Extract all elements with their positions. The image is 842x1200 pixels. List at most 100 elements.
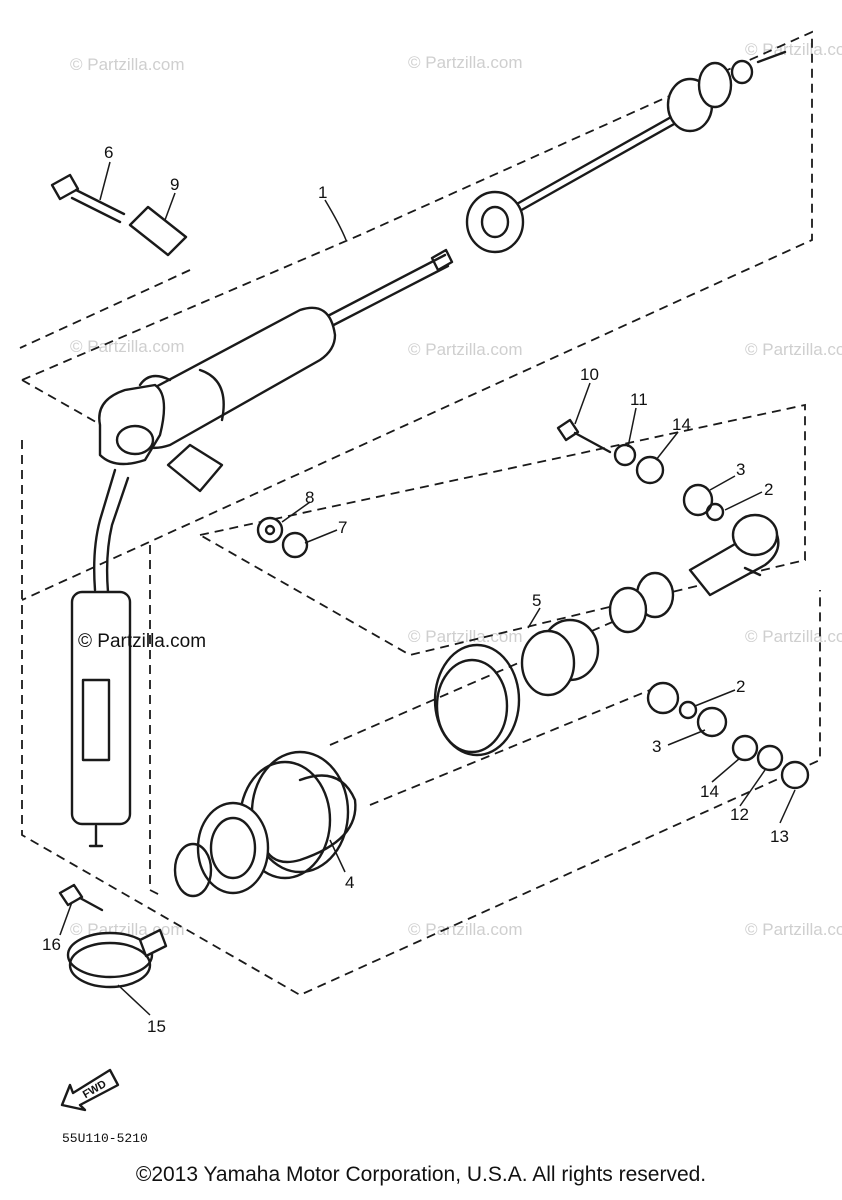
callout-5: 5: [532, 591, 541, 610]
upper-mount-hardware: [556, 418, 780, 597]
lower-washer-outer: [731, 734, 759, 762]
spring-circlip: [173, 842, 213, 898]
reservoir-label: [81, 678, 111, 762]
shock-rod-edge: [322, 264, 450, 332]
callout-11: 11: [630, 390, 648, 409]
shock-spring: [173, 643, 521, 898]
spring-axis-line: [329, 609, 641, 746]
leader-3b: [667, 729, 706, 746]
watermark: © Partzilla.com: [408, 53, 523, 72]
adjuster-pin: [756, 50, 787, 64]
watermark: © Partzilla.com: [745, 340, 842, 359]
shock-lower-eye: [98, 383, 166, 466]
callout-4: 4: [345, 873, 354, 892]
callout-6: 6: [104, 143, 113, 162]
band-bolt-shank: [78, 896, 104, 912]
bolt-collar: [128, 205, 188, 257]
inline-watermark: © Partzilla.com: [78, 631, 206, 652]
adjuster-knob-hub: [480, 205, 510, 239]
leader-13: [779, 789, 796, 824]
rod-end-pin: [743, 566, 762, 577]
adjuster-cable: [513, 110, 682, 207]
spring-seats: [520, 571, 675, 697]
spring-seat-lower-bore: [209, 816, 257, 880]
spring-seat-guide: [520, 629, 576, 697]
leader-lines: [59, 161, 796, 1016]
spring-group-outline: [149, 545, 161, 896]
watermark: © Partzilla.com: [745, 627, 842, 646]
mount-washer: [613, 443, 637, 467]
callout-8: 8: [305, 488, 314, 507]
watermark: © Partzilla.com: [408, 627, 523, 646]
mount-bolt-shank: [573, 431, 612, 454]
adjuster-ring-locknut: [608, 586, 648, 634]
circlip: [705, 502, 725, 522]
lower-assembly-outline: [21, 440, 821, 997]
leader-6: [99, 161, 111, 201]
watermark: © Partzilla.com: [408, 340, 523, 359]
damping-adjuster: [465, 50, 787, 254]
callout-2b: 2: [736, 677, 745, 696]
callout-16: 16: [42, 935, 61, 954]
washer-hole: [264, 524, 276, 536]
callout-3a: 3: [736, 460, 745, 479]
lower-collar: [166, 443, 224, 493]
leader-15: [117, 984, 151, 1016]
upper-assembly-outline: [21, 30, 813, 601]
watermark: © Partzilla.com: [408, 920, 523, 939]
watermark: © Partzilla.com: [70, 337, 185, 356]
lower-mount-hardware: [646, 681, 810, 790]
watermark: © Partzilla.com: [745, 920, 842, 939]
bearing: [682, 483, 714, 517]
upper-bolt-group: [50, 173, 224, 493]
watermark: © Partzilla.com: [70, 55, 185, 74]
fwd-arrow-shape: [60, 1068, 120, 1112]
assembly-outlines: [19, 30, 821, 997]
leader-11: [627, 407, 637, 448]
mount-nut: [635, 455, 665, 485]
leader-8: [281, 501, 311, 523]
shock-hose-fitting: [138, 374, 172, 387]
callout-14a: 14: [672, 415, 691, 434]
callout-10: 10: [580, 365, 599, 384]
band-clamp: [66, 931, 154, 979]
band-bolt-head: [58, 883, 84, 907]
lower-bearing: [646, 681, 680, 715]
spring-coil: [435, 658, 509, 754]
leader-3a: [709, 475, 736, 491]
leader-14a: [655, 431, 679, 461]
adjuster-knob: [465, 190, 525, 254]
adjuster-assembly-outline: [199, 403, 806, 656]
lower-nut: [780, 760, 810, 790]
upper-outline-tie: [21, 379, 111, 431]
reservoir-band: [58, 883, 168, 989]
diagram-code: 55U110-5210: [62, 1131, 148, 1146]
leader-1: [324, 199, 347, 241]
bolt-shank-edge: [70, 196, 122, 224]
callout-9: 9: [170, 175, 179, 194]
forward-arrow-icon: FWD: [60, 1068, 120, 1112]
shock-absorber-body: [70, 248, 454, 848]
callout-1: 1: [318, 183, 327, 202]
callout-7: 7: [338, 518, 347, 537]
shock-rod: [318, 253, 447, 322]
callout-15: 15: [147, 1017, 166, 1036]
reservoir-valve: [88, 824, 104, 848]
collar-washer-nut: [256, 516, 309, 559]
spring-seat-lower: [196, 801, 270, 895]
copyright-notice: ©2013 Yamaha Motor Corporation, U.S.A. A…: [135, 1163, 707, 1186]
callout-3b: 3: [652, 737, 661, 756]
bolt-shank: [74, 188, 126, 216]
rod-end-eye: [731, 513, 779, 557]
leader-2b: [694, 689, 736, 707]
callout-14b: 14: [700, 782, 719, 801]
adjuster-nut: [730, 59, 754, 85]
mount-bolt-head: [556, 418, 580, 442]
callout-2a: 2: [764, 480, 773, 499]
watermark: © Partzilla.com: [745, 40, 842, 59]
shock-rod-thread: [430, 248, 454, 272]
bolt-head: [50, 173, 80, 201]
reservoir-tank: [70, 590, 132, 826]
leader-2a: [724, 491, 763, 511]
